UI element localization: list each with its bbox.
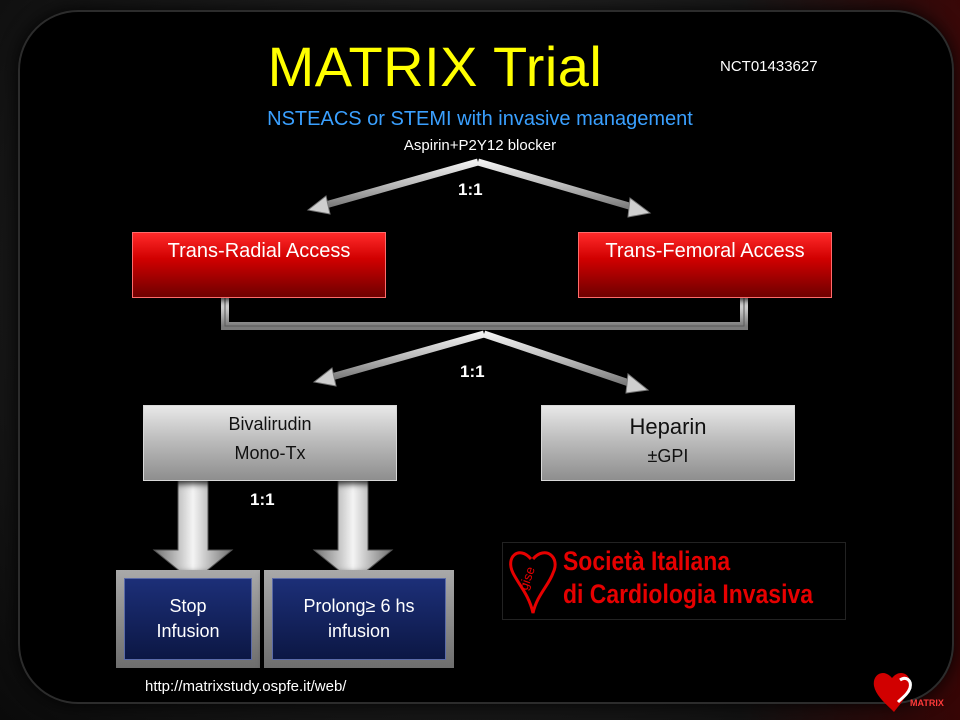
prolong-infusion-line1: Prolong≥ 6 hs — [303, 596, 415, 616]
matrix-logo: MATRIX — [870, 664, 950, 714]
matrix-logo-text: MATRIX — [910, 698, 944, 708]
sici-name-line2: di Cardiologia Invasiva — [563, 579, 813, 609]
matrix-heart-icon: MATRIX — [873, 672, 944, 712]
bivalirudin-label: Bivalirudin — [228, 414, 312, 434]
prolong-infusion-box: Prolong≥ 6 hs infusion — [264, 570, 454, 668]
sici-name: Società Italiana di Cardiologia Invasiva — [563, 545, 813, 611]
radial-access-box: Trans-Radial Access — [132, 232, 386, 298]
heparin-subtitle: ±GPI — [647, 446, 689, 466]
background-therapy-label: Aspirin+P2Y12 blocker — [403, 137, 557, 154]
gise-heart-icon: gise — [509, 551, 557, 614]
sici-name-line1: Società Italiana — [563, 546, 731, 576]
prolong-infusion-line2: infusion — [327, 621, 391, 641]
prolong-infusion-arrow — [312, 477, 394, 583]
population-subtitle: NSTEACS or STEMI with invasive managemen… — [267, 108, 693, 130]
gise-logo-text: gise — [516, 564, 538, 592]
infusion-randomization-ratio: 1:1 — [250, 490, 275, 509]
access-randomization-ratio: 1:1 — [458, 180, 483, 199]
trial-registry-id: NCT01433627 — [720, 58, 818, 75]
femoral-access-label: Trans-Femoral Access — [605, 240, 805, 262]
access-merge-bracket — [221, 298, 748, 330]
heparin-label: Heparin — [629, 414, 707, 439]
stop-infusion-box: Stop Infusion — [116, 570, 260, 668]
anticoag-randomization-ratio: 1:1 — [460, 362, 485, 381]
sici-gise-logo: gise Società Italiana di Cardiologia Inv… — [502, 542, 846, 620]
study-website-link[interactable]: http://matrixstudy.ospfe.it/web/ — [145, 678, 347, 695]
bivalirudin-box: Bivalirudin Mono-Tx — [143, 405, 397, 481]
stop-infusion-arrow — [152, 477, 234, 583]
access-split-arrows — [306, 158, 652, 218]
slide-title: MATRIX Trial — [267, 35, 603, 98]
radial-access-label: Trans-Radial Access — [167, 240, 351, 262]
bivalirudin-subtitle: Mono-Tx — [234, 443, 306, 463]
femoral-access-box: Trans-Femoral Access — [578, 232, 832, 298]
stop-infusion-line1: Stop — [169, 596, 207, 616]
anticoag-split-arrows — [312, 330, 650, 394]
heparin-box: Heparin ±GPI — [541, 405, 795, 481]
stop-infusion-line2: Infusion — [156, 621, 220, 641]
